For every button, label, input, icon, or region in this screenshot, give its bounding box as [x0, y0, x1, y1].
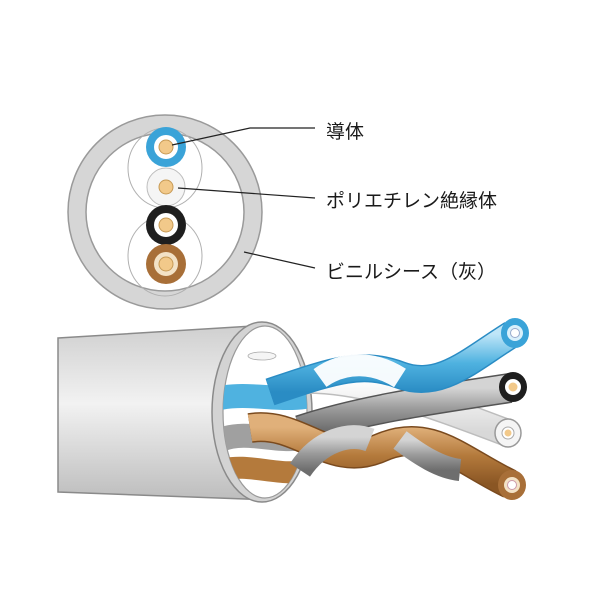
- conductor-blue: [158, 139, 174, 155]
- conductor-brown: [158, 256, 174, 272]
- conductor-black: [158, 217, 174, 233]
- label-insulation: ポリエチレン絶縁体: [326, 190, 498, 212]
- label-sheath: ビニルシース（灰）: [326, 261, 497, 283]
- jacket-opening: [222, 325, 308, 499]
- cross-section: [67, 114, 263, 310]
- label-conductor: 導体: [326, 121, 365, 143]
- leader-sheath: [243, 251, 316, 269]
- cable-side-view: [57, 318, 529, 503]
- leader-insulation: [177, 187, 316, 199]
- leader-lines: [171, 127, 316, 269]
- conductor-white: [158, 179, 174, 195]
- leader-conductor: [171, 127, 315, 146]
